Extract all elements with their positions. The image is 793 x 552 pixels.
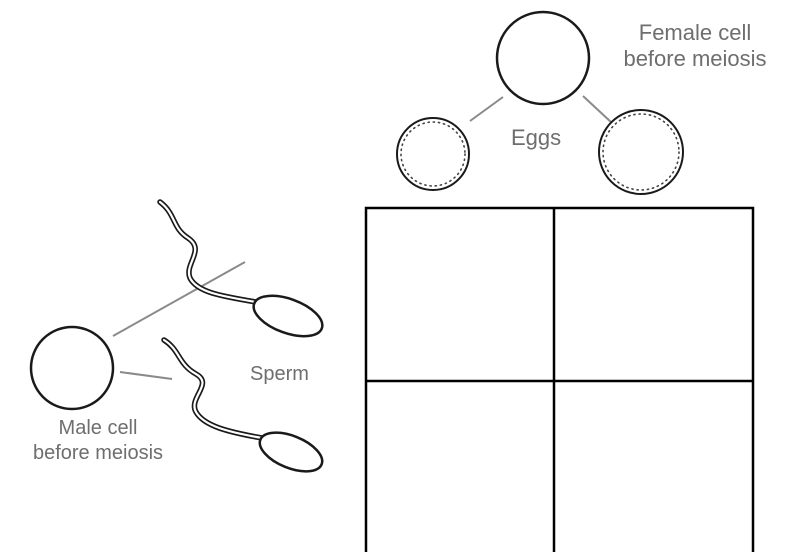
female-cell-label: Female cell before meiosis <box>600 20 790 72</box>
female-cell-label-line2: before meiosis <box>600 46 790 72</box>
female-to-left-egg-connector <box>470 97 503 121</box>
male-cell-label-line2: before meiosis <box>4 441 192 466</box>
sperm-label: Sperm <box>250 361 309 387</box>
male-cell <box>31 327 113 409</box>
male-to-lower-sperm-connector <box>120 372 172 379</box>
sperm-lower-head <box>254 425 327 479</box>
female-cell <box>497 12 589 104</box>
egg-right <box>599 110 683 194</box>
eggs-label: Eggs <box>511 125 561 151</box>
egg-left <box>397 118 469 190</box>
male-cell-label: Male cell before meiosis <box>4 416 192 466</box>
female-cell-label-line1: Female cell <box>600 20 790 46</box>
punnett-square <box>366 208 753 552</box>
sperm-upper-tail <box>160 202 256 302</box>
sperm-upper-head <box>248 288 327 345</box>
male-cell-label-line1: Male cell <box>4 416 192 441</box>
sperm-upper <box>160 202 328 344</box>
female-to-right-egg-connector <box>583 96 612 123</box>
